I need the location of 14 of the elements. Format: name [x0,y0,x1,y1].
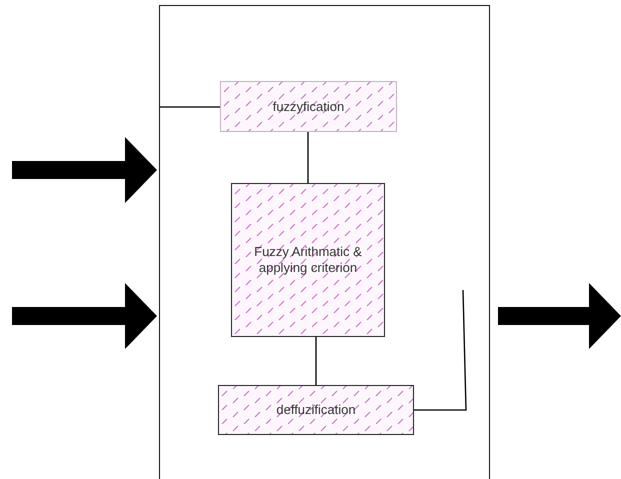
process-box [231,183,385,337]
outer-frame [159,5,490,479]
block-arrow [12,283,157,349]
process-box [218,385,414,435]
box-label: deffuzification [275,402,357,418]
process-box [220,81,397,132]
connector-line [315,337,317,385]
box-label: Fuzzy Arithmatic & applying criterion [253,244,363,276]
box-label: fuzzyfication [272,98,346,114]
block-arrow [12,137,157,203]
connector-line [160,106,220,108]
block-arrow [498,283,621,349]
connector-line [307,132,309,183]
connector-line [414,290,467,411]
